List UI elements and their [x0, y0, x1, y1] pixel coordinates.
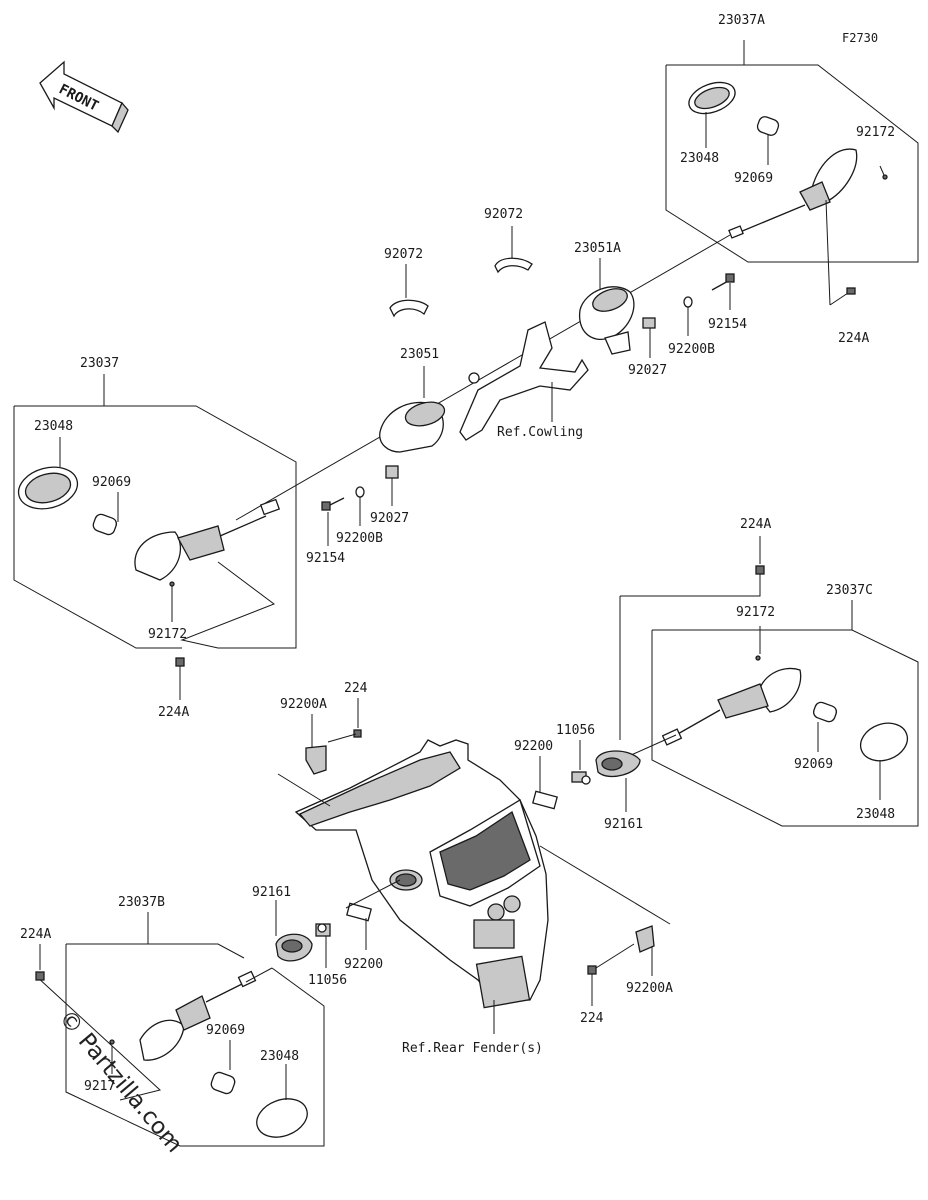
- rear-fender: Ref.Rear Fender(s): [294, 739, 549, 1056]
- label-23037C: 23037C: [826, 583, 873, 598]
- front-arrow-icon: FRONT: [39, 60, 129, 134]
- label-92027-right: 92027: [628, 363, 667, 378]
- turn-signal-assembly-23037B: 23037B 224A 92069 23048 9217: [20, 895, 325, 1147]
- grommet-92161-right: 92161: [595, 750, 643, 832]
- label-23048-left: 23048: [34, 419, 73, 434]
- label-11056-right: 11056: [556, 723, 595, 738]
- label-92069: 92069: [734, 171, 773, 186]
- label-23048: 23048: [680, 151, 719, 166]
- turn-signal-assembly-23037C: 23037C 224A 92172 92069 23048: [619, 517, 919, 827]
- label-92069-right: 92069: [794, 757, 833, 772]
- label-224A: 224A: [838, 331, 869, 346]
- mount-bracket-23051: 23051 92027 92200B 92154: [306, 347, 446, 566]
- band-clamp-92072-left: 92072: [384, 247, 429, 318]
- label-92172: 92172: [856, 125, 895, 140]
- label-9217: 9217: [84, 1079, 115, 1094]
- label-92072-right: 92072: [484, 207, 523, 222]
- label-92200-left: 92200: [344, 957, 383, 972]
- label-92154-right: 92154: [708, 317, 747, 332]
- label-92200B-left: 92200B: [336, 531, 383, 546]
- turn-signal-assembly-23037A: 23037A 23048 92069 92172 224A: [665, 13, 919, 346]
- label-11056-left: 11056: [308, 973, 347, 988]
- mount-bracket-23051A: 23051A 92027 92200B 92154: [574, 241, 747, 378]
- label-224A-right: 224A: [740, 517, 771, 532]
- label-23048-right: 23048: [856, 807, 895, 822]
- label-23037: 23037: [80, 356, 119, 371]
- label-224A-bottom: 224A: [20, 927, 51, 942]
- label-23051A: 23051A: [574, 241, 621, 256]
- fender-hardware-right: 92200A 224: [539, 845, 673, 1026]
- label-92161-right: 92161: [604, 817, 643, 832]
- label-224: 224: [344, 681, 368, 696]
- plate-92200-left: 92200: [344, 879, 401, 972]
- plate-92200-right: 92200: [514, 739, 558, 810]
- band-clamp-92072-right: 92072: [484, 207, 533, 274]
- label-92069-bottom: 92069: [206, 1023, 245, 1038]
- turn-signal-assembly-23037: 23037 23048 92069 92172 224A: [13, 356, 297, 720]
- label-23051: 23051: [400, 347, 439, 362]
- ref-cowling-label: Ref.Cowling: [497, 425, 583, 440]
- figure-code: F2730: [842, 31, 878, 45]
- label-92200A-right: 92200A: [626, 981, 673, 996]
- label-92154-left: 92154: [306, 551, 345, 566]
- label-92172-right: 92172: [736, 605, 775, 620]
- grommet-92161-left: 92161: [252, 885, 313, 962]
- clip-11056-right: 11056: [556, 723, 595, 785]
- label-92172-left: 92172: [148, 627, 187, 642]
- label-92200A-left: 92200A: [280, 697, 327, 712]
- label-23037B: 23037B: [118, 895, 165, 910]
- label-92200B-right: 92200B: [668, 342, 715, 357]
- label-23048-bottom: 23048: [260, 1049, 299, 1064]
- label-92161-left: 92161: [252, 885, 291, 900]
- label-92069-left: 92069: [92, 475, 131, 490]
- label-92200-right: 92200: [514, 739, 553, 754]
- clip-11056-left: 11056: [308, 923, 347, 988]
- label-224-right: 224: [580, 1011, 604, 1026]
- label-92072-left: 92072: [384, 247, 423, 262]
- cowling-bracket: Ref.Cowling: [459, 321, 589, 441]
- label-23037A: 23037A: [718, 13, 765, 28]
- label-224A-left: 224A: [158, 705, 189, 720]
- fender-hardware-left: 224 92200A: [277, 681, 368, 807]
- ref-rear-fender-label: Ref.Rear Fender(s): [402, 1041, 543, 1056]
- label-92027-left: 92027: [370, 511, 409, 526]
